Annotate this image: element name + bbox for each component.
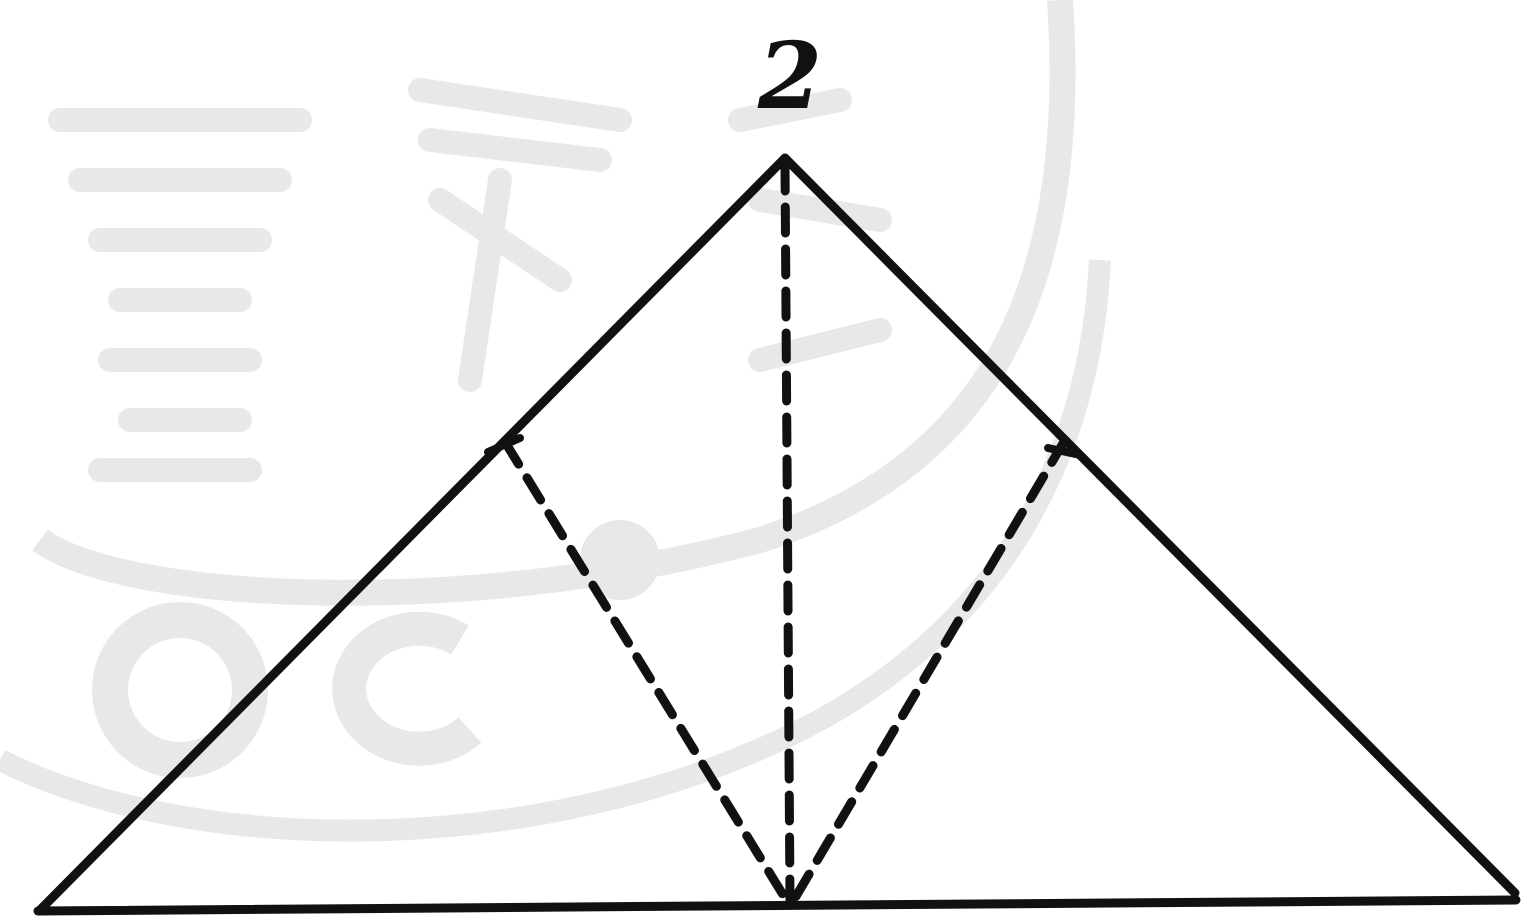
triangle-outline — [33, 153, 1521, 916]
fold-line-right — [790, 435, 1070, 903]
triangle-left-edge — [35, 153, 790, 915]
watermark-circle-left — [92, 602, 268, 778]
fold-lines — [500, 160, 1070, 905]
fold-line-center — [780, 160, 795, 905]
watermark-c-shape — [332, 611, 482, 766]
watermark-seal — [0, 0, 1111, 842]
vertex-label-2: 2 — [757, 22, 822, 130]
fold-tick-right — [1044, 444, 1084, 459]
watermark-ring-outer — [32, 0, 1076, 606]
fold-ticks — [484, 434, 1084, 459]
triangle-right-edge — [780, 153, 1520, 898]
triangle-base — [33, 895, 1521, 916]
fold-line-left — [500, 437, 790, 903]
watermark-dot — [580, 520, 660, 600]
fold-tick-left — [484, 434, 524, 456]
watermark-strokes — [48, 78, 892, 482]
